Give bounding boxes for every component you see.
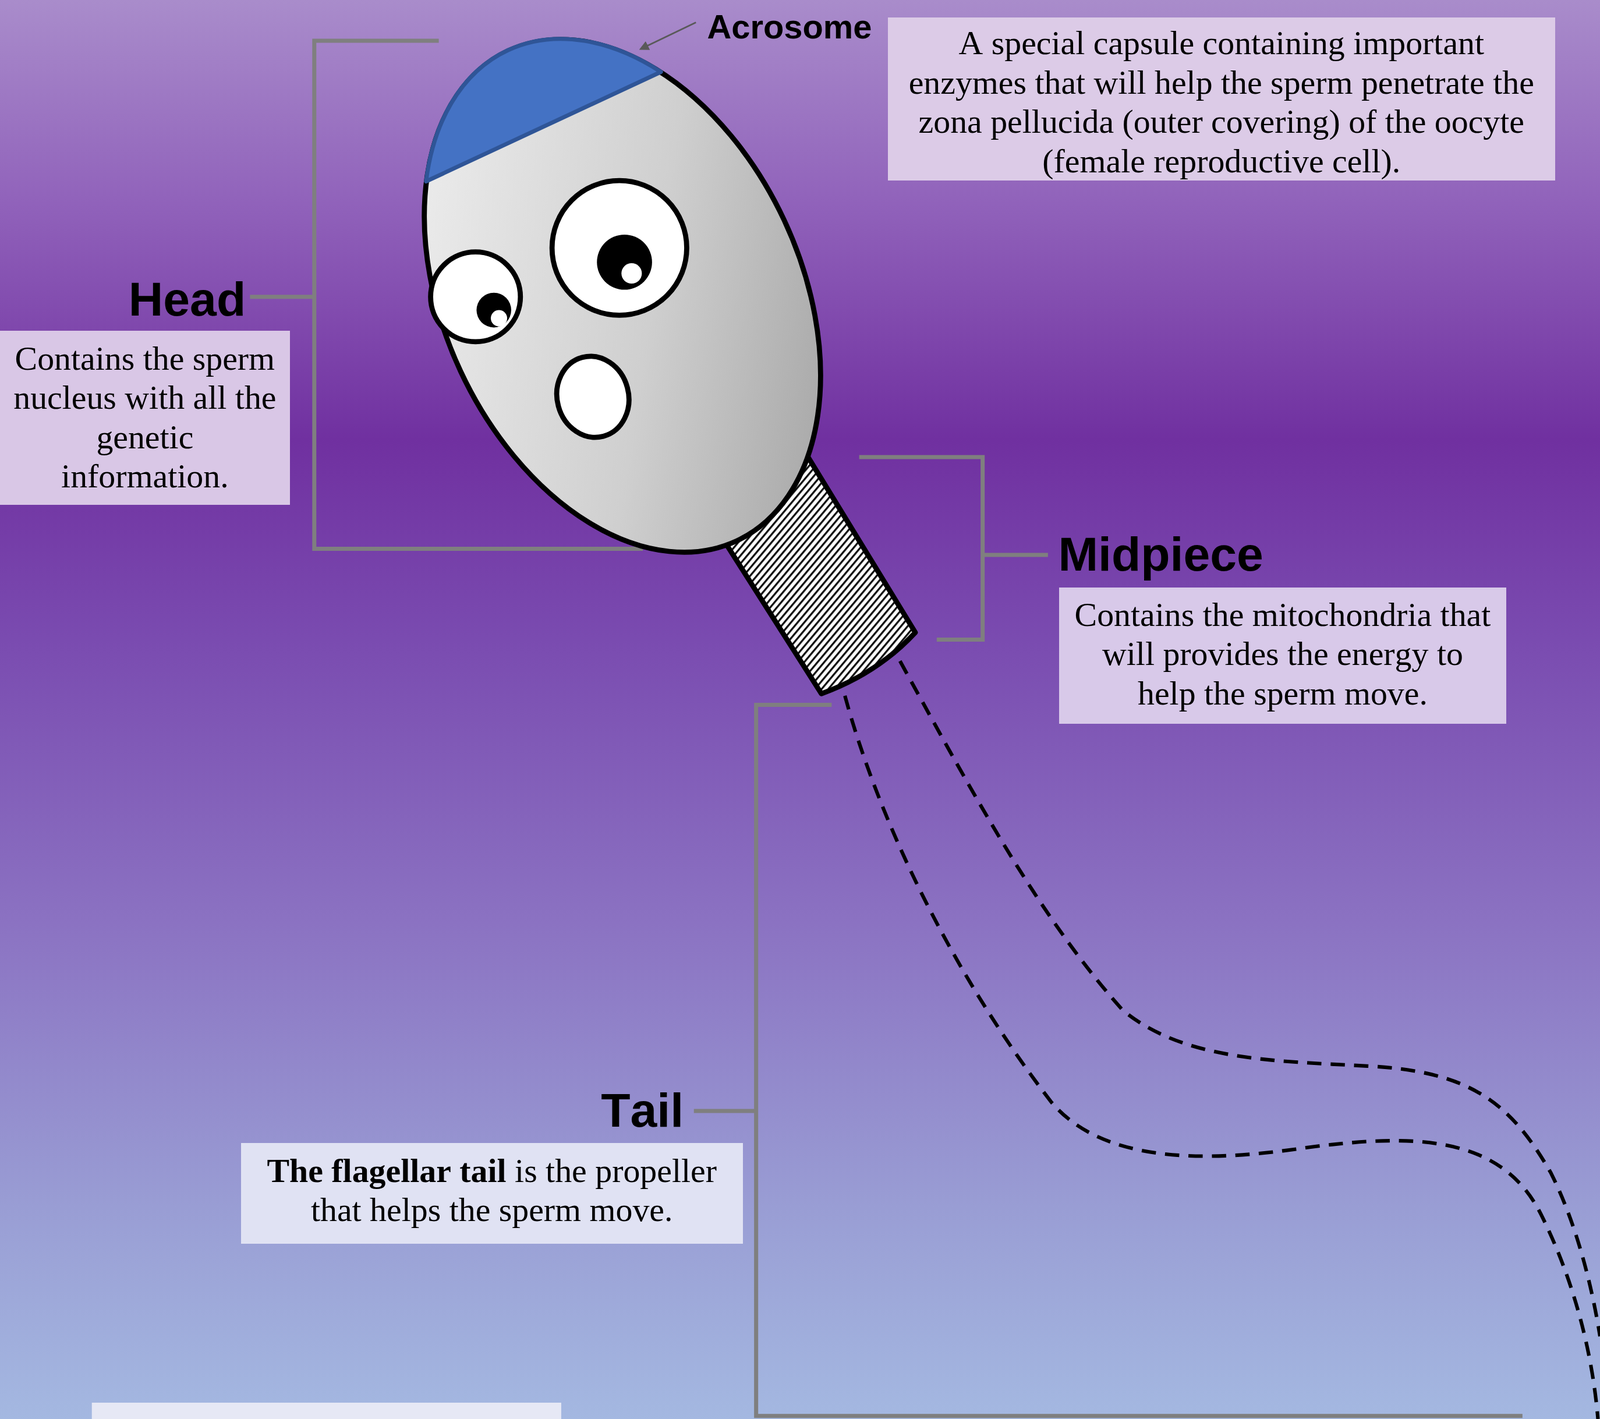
callout-group: Acrosome A special capsule containing imp… (707, 5, 1556, 181)
part-name: Acrosome (707, 10, 873, 45)
part-name: Tail (600, 1085, 684, 1134)
description-text: Contains the sperm nucleus with all the … (13, 339, 276, 495)
callout-group: MidpieceContains the mitochondria that w… (1057, 529, 1506, 724)
tail-bracket (694, 705, 1523, 1417)
head-shape (346, 0, 899, 617)
description-text: The flagellar tail (266, 1151, 506, 1190)
text-box: Contains the mitochondria that will prov… (1059, 587, 1507, 724)
acrosome-pointer (641, 22, 697, 50)
text-box: Contains the sperm nucleus with all the … (0, 330, 290, 506)
text-box: The flagellar tail is the propeller that… (241, 1142, 743, 1245)
empty-text-box (91, 1402, 562, 1419)
text-box: A special capsule containing important e… (887, 17, 1556, 181)
eye (430, 252, 521, 342)
pupil (596, 234, 653, 290)
callout-group: HeadContains the sperm nucleus with all … (0, 274, 290, 505)
tail-flagellum (844, 695, 1598, 1419)
description-text: A special capsule containing important e… (908, 23, 1535, 180)
pupil (476, 292, 512, 328)
part-name: Head (128, 274, 246, 323)
eye-highlight (621, 263, 642, 284)
eye-highlight (490, 310, 508, 327)
mouth (547, 348, 639, 446)
acrosome-cap (390, 0, 662, 182)
callout-group: TailThe flagellar tail is the propeller … (241, 1085, 743, 1245)
eye (551, 180, 687, 315)
description-text: Contains the mitochondria that will prov… (1074, 595, 1492, 713)
tail-flagellum (900, 660, 1600, 1337)
part-name: Midpiece (1057, 529, 1263, 578)
